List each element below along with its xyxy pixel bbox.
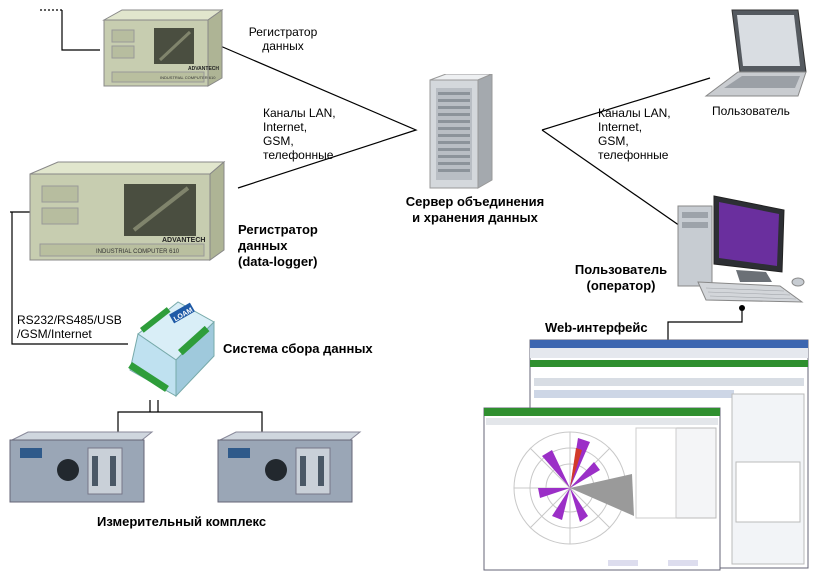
web-interface-label: Web-интерфейс bbox=[545, 320, 648, 335]
acquisition-module-icon: LOAM bbox=[128, 301, 215, 398]
user-operator-label: Пользователь (оператор) bbox=[566, 262, 676, 294]
interfaces-line-2: /GSM/Internet bbox=[17, 327, 92, 341]
interfaces-line-1: RS232/RS485/USB bbox=[17, 313, 122, 327]
server-label: Сервер объединения и хранения данных bbox=[398, 194, 552, 226]
channels-left-line-4: телефонные bbox=[263, 148, 334, 162]
rack-model-text-top: INDUSTRIAL COMPUTER 610 bbox=[160, 75, 216, 80]
measuring-unit-2-icon bbox=[217, 431, 362, 503]
rack-brand-text-mid: ADVANTECH bbox=[162, 237, 205, 244]
server-line-1: Сервер объединения bbox=[405, 194, 545, 209]
user-operator-line-2: (оператор) bbox=[586, 278, 656, 293]
recorder-top-label: Регистратор данных bbox=[247, 25, 319, 53]
recorder-mid-label: Регистратор данных (data-logger) bbox=[238, 222, 318, 270]
recorder-mid-line-2: данных bbox=[238, 238, 288, 253]
rack-brand-text-top: ADVANTECH bbox=[188, 66, 219, 72]
laptop-icon bbox=[704, 9, 807, 97]
channels-right-line-4: телефонные bbox=[598, 148, 669, 162]
server-line-2: и хранения данных bbox=[412, 210, 538, 225]
channels-right-line-3: GSM, bbox=[598, 134, 629, 148]
interfaces-label: RS232/RS485/USB /GSM/Internet bbox=[17, 313, 122, 341]
web-interface-screenshots bbox=[483, 339, 809, 571]
acquisition-label: Система сбора данных bbox=[223, 341, 373, 356]
desktop-pc-icon bbox=[677, 195, 805, 303]
channels-right-line-1: Каналы LAN, bbox=[598, 106, 671, 120]
data-recorder-top-icon: INDUSTRIAL COMPUTER 610 ADVANTECH bbox=[102, 9, 224, 87]
channels-right-label: Каналы LAN, Internet, GSM, телефонные bbox=[598, 106, 671, 162]
recorder-top-line-2: данных bbox=[262, 39, 304, 53]
rack-model-text-mid: INDUSTRIAL COMPUTER 610 bbox=[96, 249, 180, 255]
channels-left-line-3: GSM, bbox=[263, 134, 294, 148]
user-top-label: Пользователь bbox=[712, 104, 790, 118]
measuring-label: Измерительный комплекс bbox=[97, 514, 267, 529]
user-operator-line-1: Пользователь bbox=[574, 262, 668, 277]
channels-left-label: Каналы LAN, Internet, GSM, телефонные bbox=[263, 106, 336, 162]
measuring-unit-1-icon bbox=[9, 431, 154, 503]
server-icon bbox=[429, 74, 493, 189]
recorder-mid-line-3: (data-logger) bbox=[238, 254, 318, 269]
channels-left-line-1: Каналы LAN, bbox=[263, 106, 336, 120]
recorder-top-line-1: Регистратор bbox=[248, 25, 318, 39]
data-logger-icon: INDUSTRIAL COMPUTER 610 ADVANTECH bbox=[29, 160, 226, 261]
recorder-mid-line-1: Регистратор bbox=[238, 222, 318, 237]
channels-right-line-2: Internet, bbox=[598, 120, 643, 134]
channels-left-line-2: Internet, bbox=[263, 120, 308, 134]
